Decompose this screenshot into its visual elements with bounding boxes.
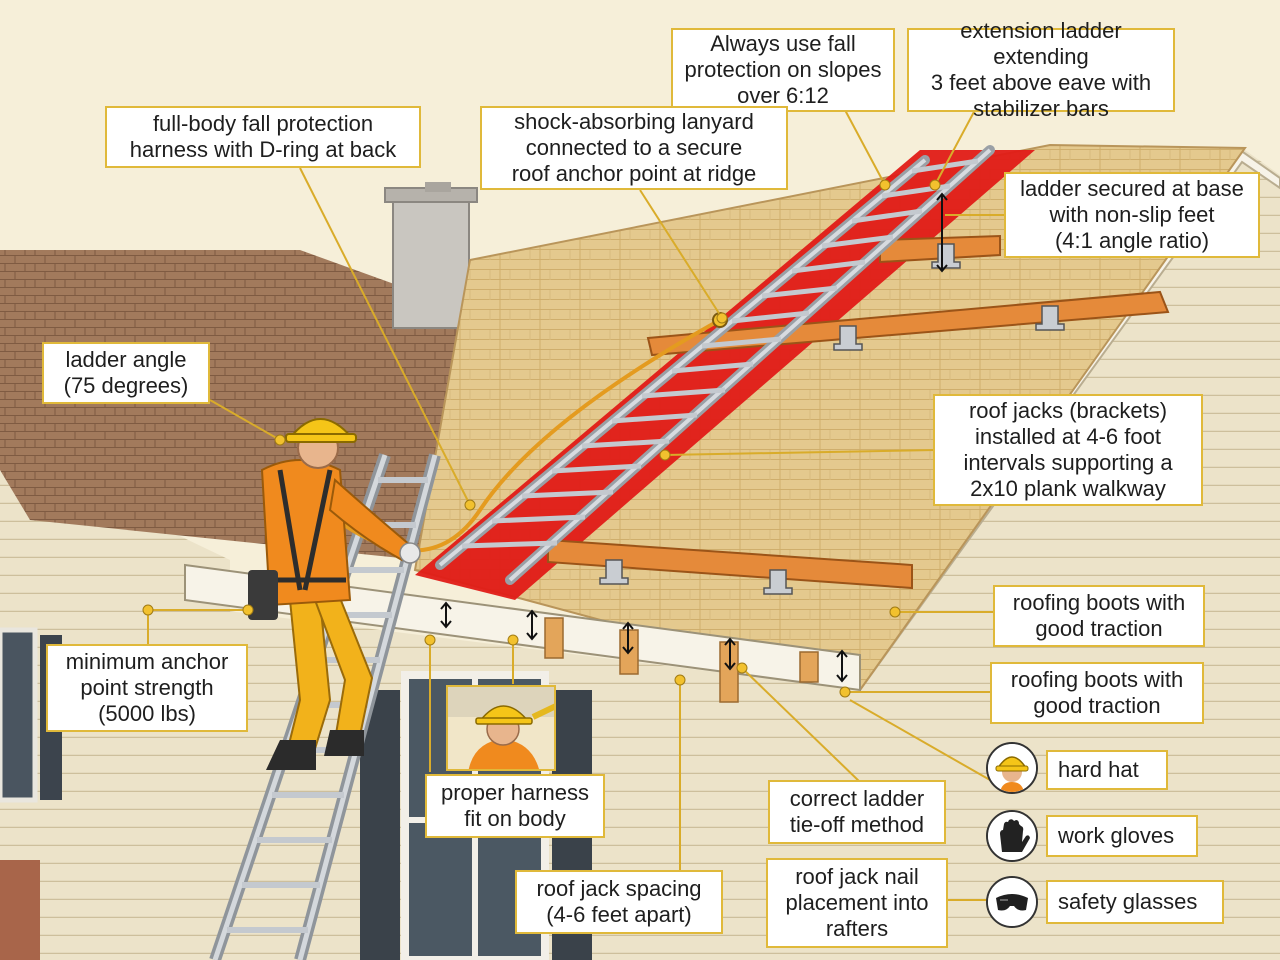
legend-hard-hat: hard hat — [1046, 750, 1168, 790]
callout-ladder-angle: ladder angle (75 degrees) — [42, 342, 210, 404]
callout-fall-protection-slopes: Always use fall protection on slopes ove… — [671, 28, 895, 112]
hard-hat-icon — [986, 742, 1038, 794]
callout-harness: full-body fall protection harness with D… — [105, 106, 421, 168]
callout-lanyard: shock-absorbing lanyard connected to a s… — [480, 106, 788, 190]
safety-glasses-icon — [986, 876, 1038, 928]
left-window — [0, 630, 35, 800]
callout-roofing-boots-1: roofing boots with good traction — [993, 585, 1205, 647]
callout-harness-fit: proper harness fit on body — [425, 774, 605, 838]
chimney-crown — [425, 182, 451, 192]
chimney — [393, 198, 469, 328]
callout-nail-placement: roof jack nail placement into rafters — [766, 858, 948, 948]
legend-safety-glasses: safety glasses — [1046, 880, 1224, 924]
harness-fit-inset — [446, 685, 556, 771]
callout-ladder-base: ladder secured at base with non-slip fee… — [1004, 172, 1260, 258]
callout-roof-jacks: roof jacks (brackets) installed at 4-6 f… — [933, 394, 1203, 506]
callout-anchor-strength: minimum anchor point strength (5000 lbs) — [46, 644, 248, 732]
callout-roofing-boots-2: roofing boots with good traction — [990, 662, 1204, 724]
brick-foundation — [0, 860, 40, 960]
callout-tie-off: correct ladder tie-off method — [768, 780, 946, 844]
legend-work-gloves: work gloves — [1046, 815, 1198, 857]
glove-icon — [986, 810, 1038, 862]
callout-extension-ladder: extension ladder extending 3 feet above … — [907, 28, 1175, 112]
inset-worker-illustration — [448, 687, 556, 771]
callout-jack-spacing: roof jack spacing (4-6 feet apart) — [515, 870, 723, 934]
